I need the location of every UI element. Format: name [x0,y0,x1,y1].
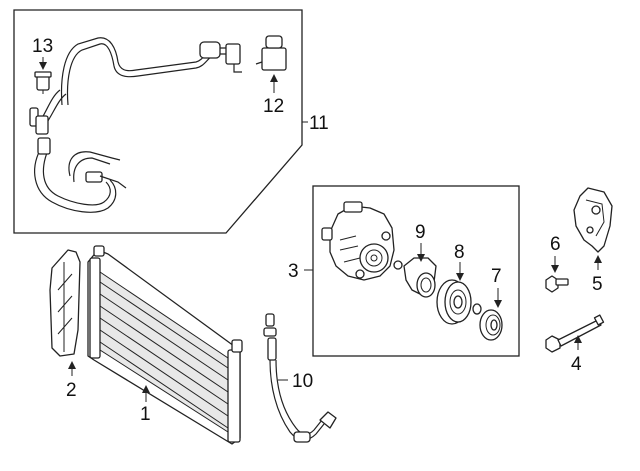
part-7-clutch-plate [479,309,503,341]
refrigerant-lines [34,37,232,213]
compressor-frame [312,185,520,357]
part-12-receiver [255,35,287,71]
callout-12: 12 [263,96,284,117]
line-fittings [29,107,51,155]
callout-2: 2 [66,380,77,401]
part-9-coil [403,257,437,298]
compressor-group: 9 8 7 3 [288,185,520,357]
callout-9: 9 [415,222,426,243]
part-13-cap [34,71,52,94]
callout-8: 8 [454,242,465,263]
part-6-bolt [545,275,569,293]
hose-assembly-frame [13,9,303,234]
snap-ring [393,260,403,270]
callout-13: 13 [32,36,53,57]
callout-7: 7 [491,266,502,287]
callout-3: 3 [288,261,299,282]
callout-11: 11 [309,113,329,134]
compressor-body [321,201,395,281]
part-1-condenser [87,245,243,445]
part-4-long-bolt [545,314,605,353]
part-10-liquid-line [263,313,337,443]
line-connector [199,41,242,73]
callout-10: 10 [292,371,313,392]
shim-ring [472,303,482,315]
part-5-bracket [573,187,613,253]
part-2-seal [49,249,81,357]
callout-4: 4 [571,354,582,375]
hose-assembly-group: 13 12 11 [13,9,329,234]
callout-5: 5 [592,274,603,295]
callout-6: 6 [550,234,561,255]
callout-1: 1 [140,404,151,425]
part-8-pulley [436,279,472,325]
